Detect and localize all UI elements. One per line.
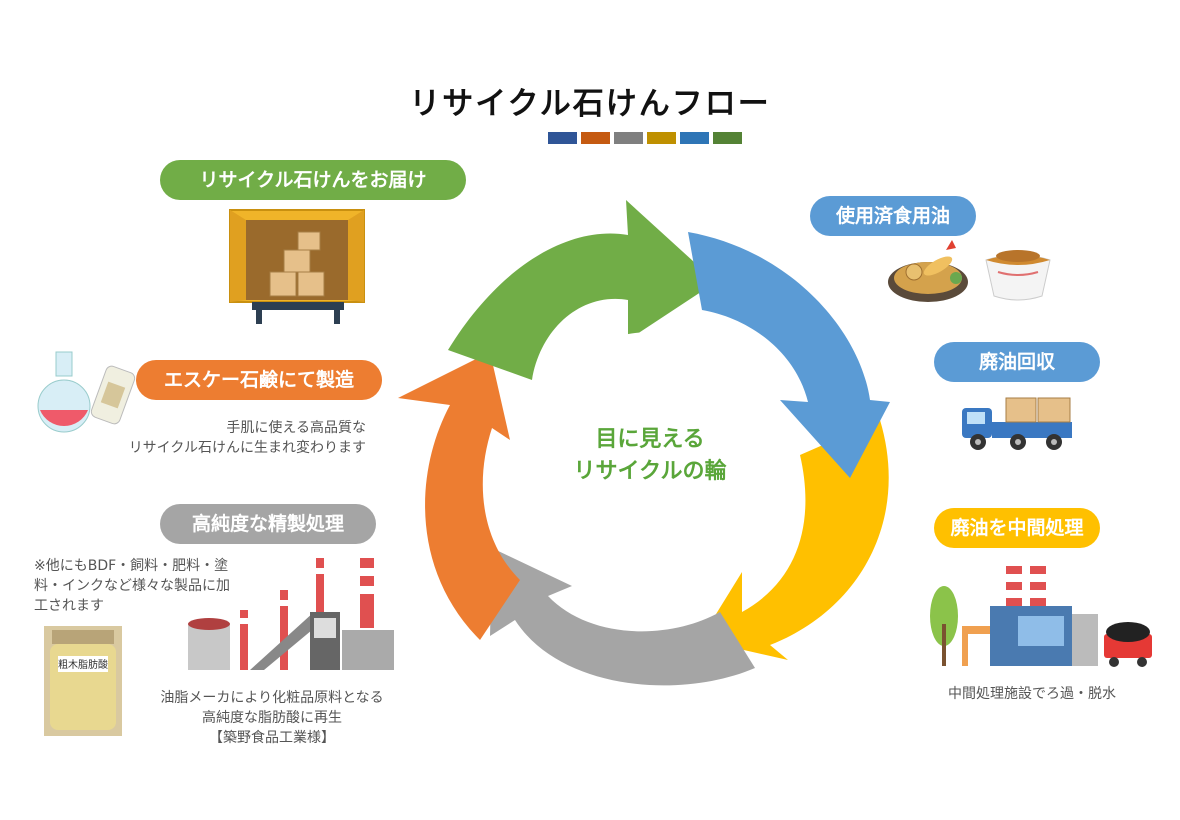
swatch-blue xyxy=(680,132,709,144)
swatch-rust xyxy=(581,132,610,144)
cycle-arrow-blue xyxy=(688,232,890,478)
cycle-arrow-green xyxy=(448,200,716,380)
refine-note-left-1: ※他にもBDF・飼料・肥料・塗 xyxy=(34,558,229,574)
step-manufacture-label: エスケー石鹸にて製造 xyxy=(136,360,382,400)
cycle-arrow-gray xyxy=(490,548,755,686)
step-refine-label: 高純度な精製処理 xyxy=(160,504,376,544)
step-collect-label: 廃油回収 xyxy=(934,342,1100,382)
tempura-katsudon-icon xyxy=(888,240,1051,302)
jar-label: 粗木脂肪酸 xyxy=(58,658,108,671)
manufacture-note-2: リサイクル石けんに生まれ変わります xyxy=(128,440,366,456)
swatch-green xyxy=(713,132,742,144)
refine-note-left-3: 工されます xyxy=(34,598,104,614)
page-title: リサイクル石けんフロー xyxy=(409,86,771,122)
color-swatches xyxy=(548,132,742,144)
refine-note-left-2: 料・インクなど様々な製品に加 xyxy=(34,578,230,594)
cycle-center-text: 目に見える リサイクルの輪 xyxy=(540,424,760,488)
intermediate-note: 中間処理施設でろ過・脱水 xyxy=(948,686,1116,702)
center-line-1: 目に見える xyxy=(595,427,705,452)
step-deliver-label: リサイクル石けんをお届け xyxy=(160,160,466,200)
factory-icon xyxy=(930,566,1152,667)
step-intermediate-label: 廃油を中間処理 xyxy=(934,508,1100,548)
refinery-plant-icon xyxy=(188,558,394,670)
swatch-gray xyxy=(614,132,643,144)
flask-bottle-icon xyxy=(37,351,136,433)
center-line-2: リサイクルの輪 xyxy=(573,459,727,484)
fatty-acid-jar-icon: 粗木脂肪酸 xyxy=(44,626,122,736)
delivery-container-icon xyxy=(229,209,365,324)
cycle-arrow-orange xyxy=(398,352,520,640)
refine-note-1: 油脂メーカにより化粧品原料となる xyxy=(160,690,384,706)
delivery-truck-icon xyxy=(962,397,1072,450)
refine-note-3: 【築野食品工業様】 xyxy=(209,730,335,746)
swatch-navy xyxy=(548,132,577,144)
refine-note-2: 高純度な脂肪酸に再生 xyxy=(202,710,342,726)
step-used-oil-label: 使用済食用油 xyxy=(810,196,976,236)
cycle-center-disk xyxy=(532,332,768,568)
cycle-arrow-yellow xyxy=(700,420,889,660)
swatch-mustard xyxy=(647,132,676,144)
manufacture-note-1: 手肌に使える高品質な xyxy=(226,420,366,436)
